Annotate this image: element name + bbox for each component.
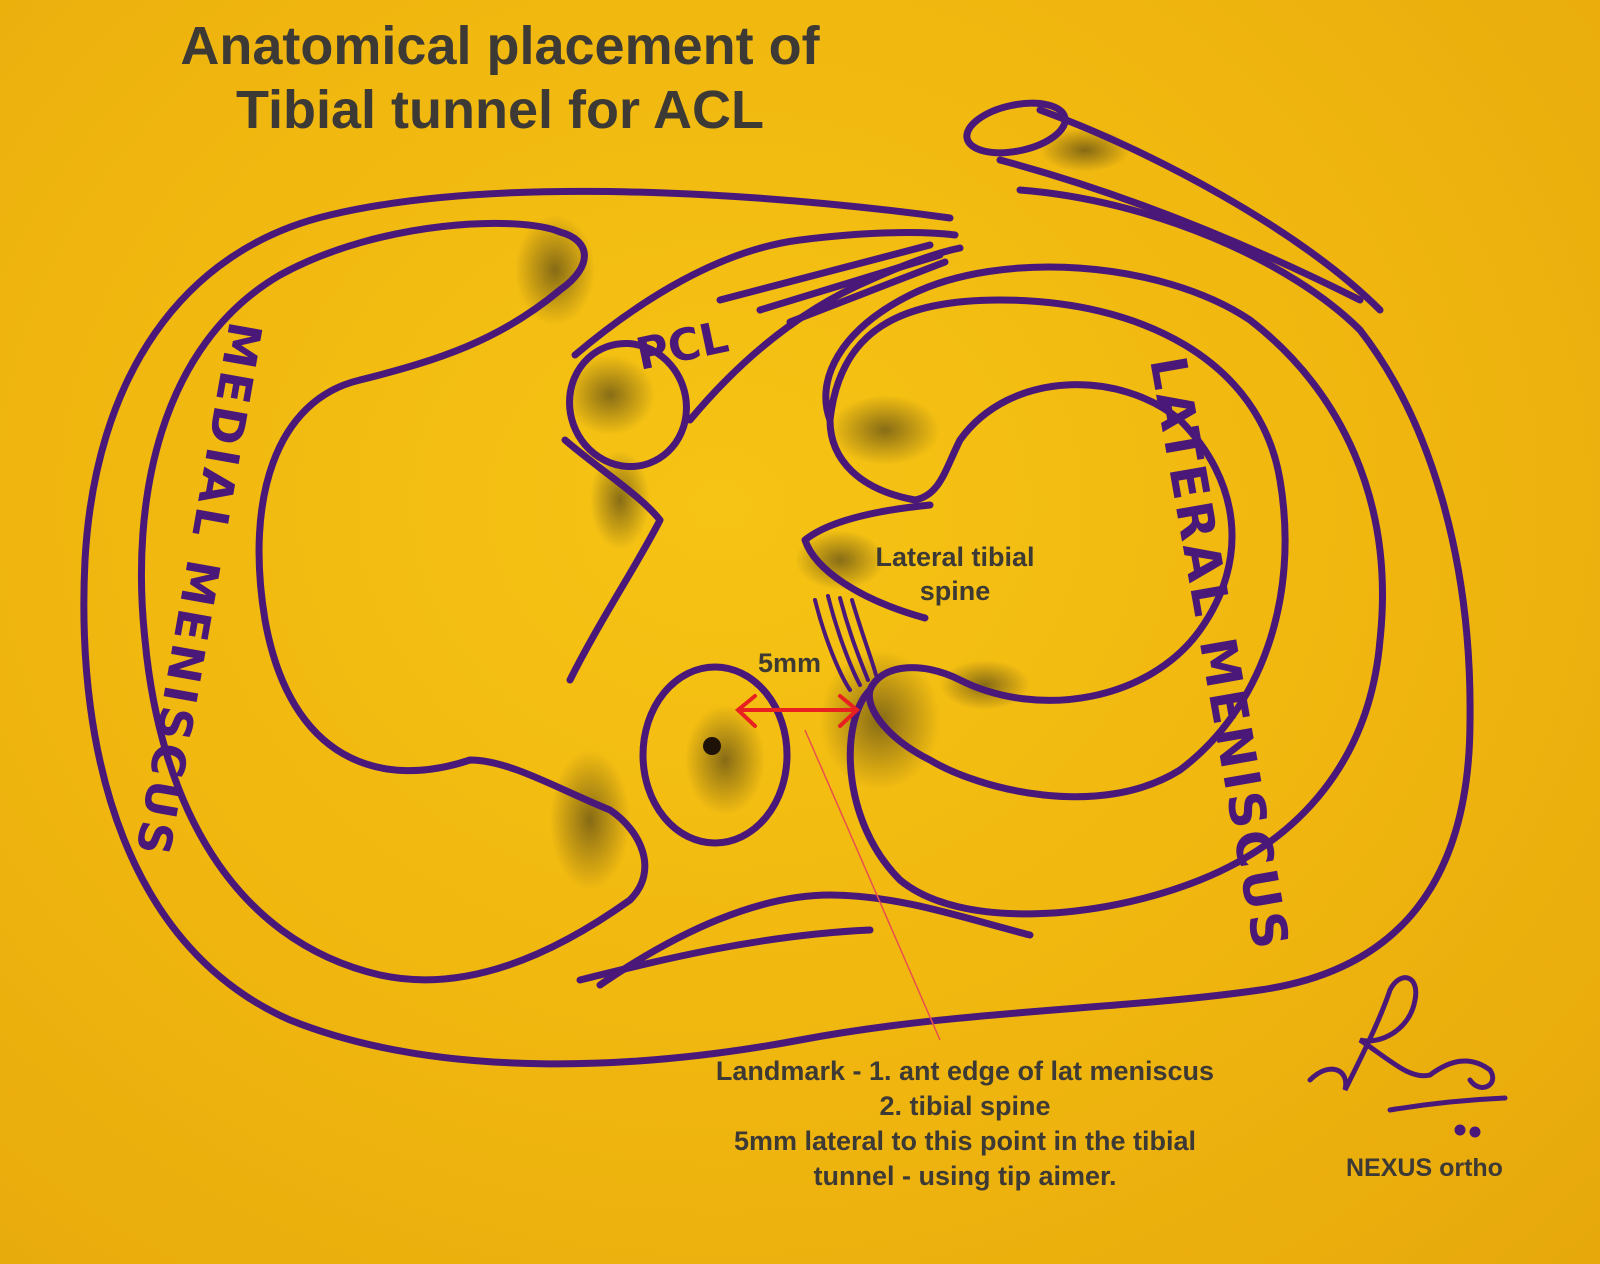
anterior-band	[1036, 106, 1384, 314]
title-line-1: Anatomical placement of	[180, 16, 820, 76]
landmark-line-4: tunnel - using tip aimer.	[813, 1161, 1117, 1191]
medial-meniscus-outline	[137, 219, 649, 984]
lateral-tibial-spine-label: Lateral tibial spine	[840, 540, 1070, 608]
landmark-line-3: 5mm lateral to this point in the tibial	[733, 1126, 1197, 1156]
diagram-title: Anatomical placement of Tibial tunnel fo…	[120, 14, 880, 142]
intermeniscal-ligament	[596, 891, 1034, 989]
spine-label-line-1: Lateral tibial	[875, 542, 1035, 572]
medial-meniscus-label: MEDIAL MENISCUS	[125, 318, 273, 863]
landmark-note: Landmark - 1. ant edge of lat meniscus 2…	[660, 1054, 1270, 1194]
lateral-meniscus-outline	[826, 296, 1289, 801]
distance-arrow	[734, 694, 861, 728]
medial-tibial-spine	[561, 436, 664, 684]
brand-label: NEXUS ortho	[1346, 1154, 1503, 1182]
tibial-tunnel	[639, 663, 791, 847]
pcl-stump	[566, 339, 690, 471]
pcl-label: PCL	[632, 312, 733, 381]
tibial-plateau-outline	[80, 186, 1474, 1068]
lateral-tibial-spine	[801, 501, 934, 622]
title-line-2: Tibial tunnel for ACL	[236, 80, 764, 140]
tendon-stump	[963, 99, 1069, 157]
distance-label: 5mm	[758, 648, 822, 678]
acl-fibres	[813, 594, 878, 692]
leader-line	[804, 729, 941, 1041]
landmark-line-1: Landmark - 1. ant edge of lat meniscus	[715, 1056, 1215, 1086]
pencil-shading	[515, 128, 1130, 890]
signature	[1307, 975, 1508, 1138]
tunnel-center-dot	[703, 737, 721, 755]
lateral-meniscus-label: LATERAL MENISCUS	[1138, 352, 1300, 956]
landmark-line-2: 2. tibial spine	[879, 1091, 1051, 1121]
spine-label-line-2: spine	[919, 576, 991, 606]
pcl-band	[571, 229, 959, 359]
